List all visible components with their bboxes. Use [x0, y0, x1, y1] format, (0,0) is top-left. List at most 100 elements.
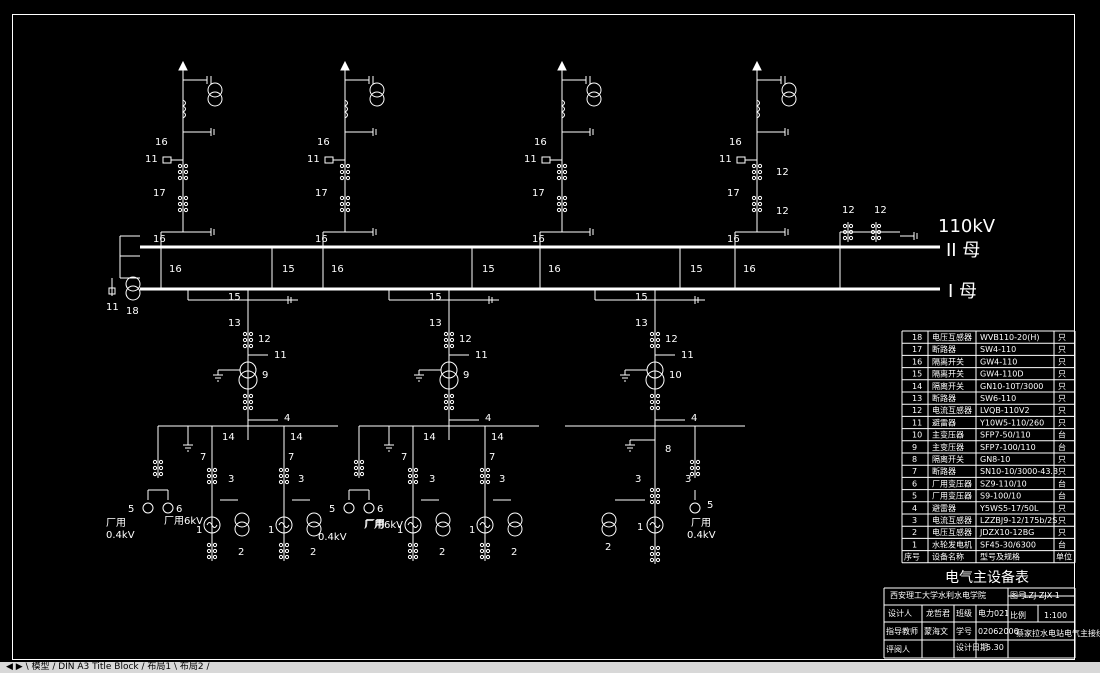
ct-icon [757, 169, 763, 175]
ct-icon [158, 465, 164, 471]
label-15: 15 [228, 292, 241, 303]
ct-icon [649, 399, 655, 405]
pt-icon [125, 276, 141, 292]
ct-icon [278, 479, 284, 485]
ct-icon [359, 471, 365, 477]
wave-trap-icon [182, 99, 186, 119]
ct-icon [655, 399, 661, 405]
pt-icon [781, 82, 797, 98]
ct-icon [339, 207, 345, 213]
label-aux-6kv: 厂用6kV [364, 520, 403, 531]
ct-icon [359, 465, 365, 471]
bus-ii-label: II 母 [946, 240, 980, 261]
ct-icon [556, 175, 562, 181]
label-3: 3 [635, 474, 641, 485]
ct-icon [284, 479, 290, 485]
ct-icon [413, 479, 419, 485]
ct-icon [848, 229, 854, 235]
ct-icon [353, 465, 359, 471]
label-14: 14 [423, 432, 436, 443]
layout-tabs[interactable]: ◀ ▶ \ 模型 / DIN A3 Title Block / 布局1 \ 布局… [0, 662, 1100, 673]
ct-icon [655, 551, 661, 557]
layout-tabs-text: ◀ ▶ \ 模型 / DIN A3 Title Block / 布局1 \ 布局… [6, 662, 210, 672]
table-cell: 12 [912, 406, 922, 415]
ct-icon [649, 405, 655, 411]
ct-icon [278, 554, 284, 560]
ct-icon [655, 493, 661, 499]
label-unit-transformer: 10 [669, 370, 682, 381]
ct-icon [562, 169, 568, 175]
label-5: 5 [128, 504, 134, 515]
table-cell: 台 [1058, 430, 1066, 440]
label-16: 16 [315, 234, 328, 245]
ct-icon [413, 473, 419, 479]
table-cell: 11 [912, 418, 922, 427]
ct-icon [158, 459, 164, 465]
ct-icon [284, 548, 290, 554]
table-cell: 台 [1058, 491, 1066, 501]
ct-icon [177, 195, 183, 201]
date-value: 5.30 [986, 643, 1004, 652]
ct-icon [212, 473, 218, 479]
label-3: 3 [499, 474, 505, 485]
ct-icon [206, 473, 212, 479]
label-unit-transformer: 9 [463, 370, 469, 381]
label-2: 2 [439, 547, 445, 558]
ct-icon [278, 548, 284, 554]
pt-icon [601, 512, 617, 528]
aux-transformer-icon [343, 502, 355, 514]
ct-icon [206, 542, 212, 548]
table-cell: LZZBJ9-12/175b/2S [980, 516, 1057, 525]
bus-voltage-label: 110kV [938, 216, 996, 237]
label-15: 15 [482, 264, 495, 275]
label-4: 4 [485, 413, 491, 424]
student-no: 02062006 [978, 627, 1019, 636]
ct-icon [870, 223, 876, 229]
ct-icon [649, 337, 655, 343]
table-cell: 主变压器 [932, 442, 964, 452]
table-cell: 只 [1058, 345, 1066, 354]
ct-icon [757, 201, 763, 207]
ct-icon [345, 195, 351, 201]
ct-icon [870, 229, 876, 235]
table-cell: 水轮发电机 [932, 539, 972, 549]
label-1: 1 [469, 525, 475, 536]
ct-icon [158, 471, 164, 477]
label-8: 8 [665, 444, 671, 455]
label-6: 6 [176, 504, 182, 515]
main-transformer-icon [439, 370, 459, 390]
table-cell: 主变压器 [932, 430, 964, 440]
ct-icon [449, 399, 455, 405]
ct-icon [449, 337, 455, 343]
table-cell: 只 [1058, 455, 1066, 464]
arrester-icon [541, 156, 551, 164]
ct-icon [407, 473, 413, 479]
ct-icon [353, 471, 359, 477]
table-cell: SFP7-50/110 [980, 431, 1031, 440]
arrester-icon [108, 287, 116, 295]
ct-icon [443, 405, 449, 411]
ct-icon [842, 235, 848, 241]
table-cell: SW4-110 [980, 345, 1016, 354]
table-cell: Y10W5-110/260 [979, 418, 1044, 427]
label-3: 3 [298, 474, 304, 485]
ct-icon [689, 465, 695, 471]
table-cell: 8 [912, 455, 917, 464]
label-4: 4 [284, 413, 290, 424]
school-name: 西安理工大学水利水电学院 [890, 590, 986, 600]
scale-value: 1:100 [1044, 611, 1067, 620]
label-17: 17 [153, 188, 166, 199]
label-16: 16 [729, 137, 742, 148]
ct-icon [649, 557, 655, 563]
ct-icon [655, 557, 661, 563]
pt-icon [369, 82, 385, 98]
table-cell: 只 [1058, 370, 1066, 379]
ct-icon [479, 554, 485, 560]
bus-i-label: I 母 [948, 281, 977, 302]
generator-wave-icon [479, 522, 491, 528]
ct-icon [689, 459, 695, 465]
table-cell: 避雷器 [932, 417, 956, 427]
pt-icon [435, 521, 451, 537]
main-transformer-icon [645, 370, 665, 390]
ct-icon [443, 399, 449, 405]
